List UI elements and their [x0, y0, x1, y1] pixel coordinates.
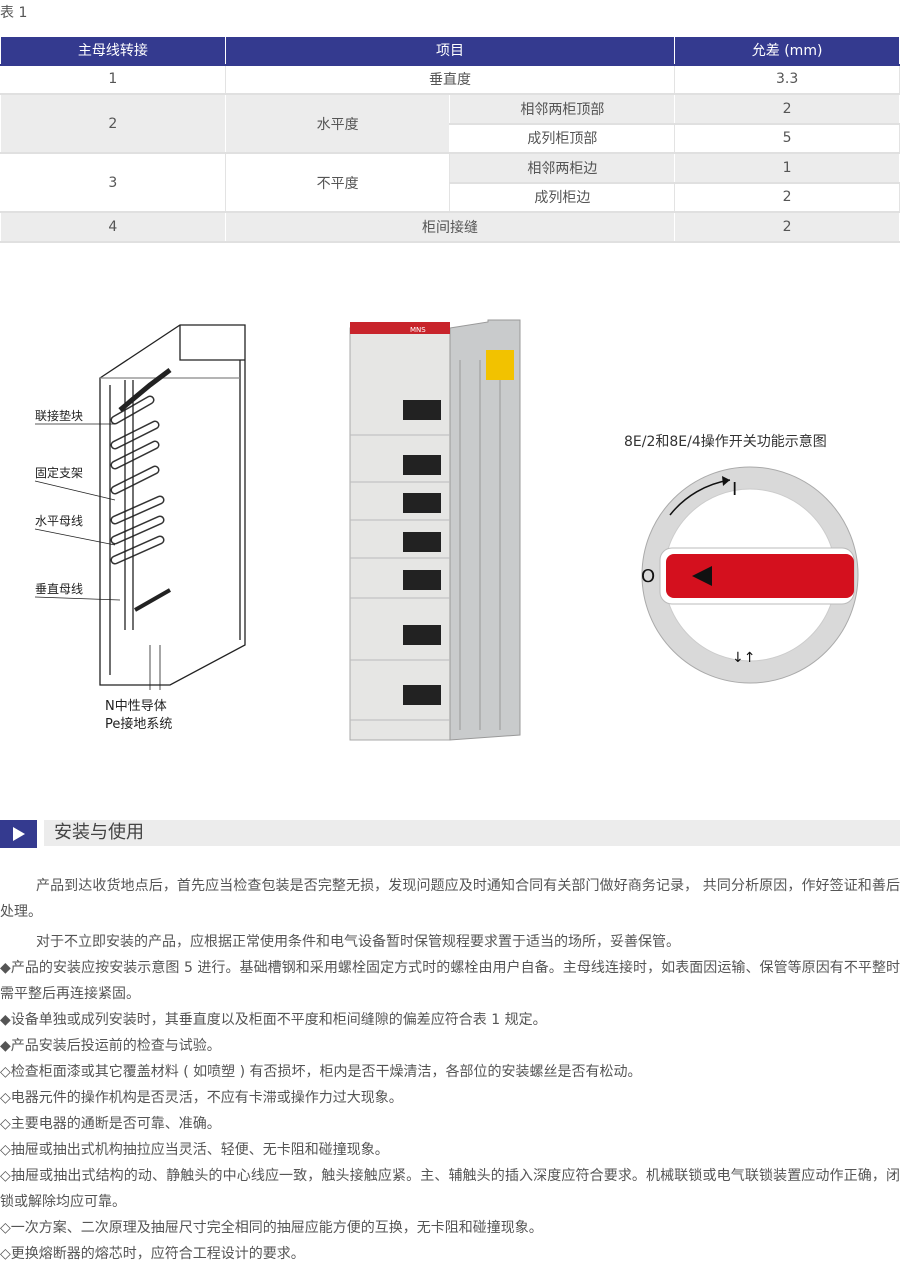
header-cell: 允差 (mm) [674, 36, 900, 66]
cell-value: 2 [674, 182, 900, 213]
switch-off-mark: O [641, 566, 655, 587]
cell-item: 水平度 [224, 93, 451, 154]
cell-sub: 相邻两柜边 [449, 152, 676, 184]
label-horizontal-busbar: 水平母线 [35, 514, 83, 528]
paragraph: ◇抽屉或抽出式机构抽拉应当灵活、轻便、无卡阻和碰撞现象。 [0, 1142, 389, 1158]
label-neutral: N中性导体 [105, 699, 167, 714]
header-cell: 项目 [224, 36, 676, 66]
cell-no: 1 [0, 64, 226, 95]
busbar-diagram [34, 324, 246, 690]
table-header: 主母线转接 项目 允差 (mm) [0, 36, 900, 66]
switch-on-mark: I [732, 479, 737, 500]
cabinet-top-banner [350, 322, 450, 334]
cell-value: 1 [674, 152, 900, 184]
paragraph: ◆产品的安装应按安装示意图 5 进行。基础槽钢和采用螺栓固定方式时的螺栓由用户自… [0, 960, 900, 1002]
paragraph: ◇电器元件的操作机构是否灵活，不应有卡滞或操作力过大现象。 [0, 1090, 403, 1106]
table-row: 1 垂直度 3.3 [0, 64, 900, 95]
section-header: 安装与使用 [0, 820, 900, 848]
play-arrow-icon [0, 820, 37, 848]
test-position-icon: ↓↑ [732, 650, 755, 666]
paragraph: ◇抽屉或抽出式结构的动、静触头的中心线应一致，触头接触应紧。主、辅触头的插入深度… [0, 1168, 900, 1210]
label-connector-pad: 联接垫块 [35, 408, 83, 423]
label-vertical-busbar: 垂直母线 [35, 582, 83, 596]
label-fixed-bracket: 固定支架 [35, 465, 83, 480]
cell-value: 2 [674, 93, 900, 125]
cell-value: 5 [674, 123, 900, 154]
paragraph: ◇一次方案、二次原理及抽屉尺寸完全相同的抽屉应能方便的互换，无卡阻和碰撞现象。 [0, 1220, 543, 1236]
section-title: 安装与使用 [44, 820, 900, 846]
paragraph: ◆设备单独或成列安装时，其垂直度以及柜面不平度和柜间缝隙的偏差应符合表 1 规定… [0, 1012, 547, 1028]
cell-sub: 相邻两柜顶部 [449, 93, 676, 125]
switchgear-cabinet-photo: MNS [349, 319, 521, 741]
table-caption: 表 1 [0, 5, 28, 21]
table-row: 成列柜边 2 [1, 182, 900, 213]
cell-value: 2 [674, 211, 900, 243]
label-ground: Pe接地系统 [105, 716, 172, 732]
table-row: 3 不平度 相邻两柜边 1 [0, 152, 900, 213]
cell-item: 不平度 [224, 152, 451, 213]
switch-handle [666, 554, 854, 598]
operating-switch-diagram: I O ↓↑ [641, 466, 859, 684]
cell-sub: 成列柜顶部 [449, 123, 676, 154]
tolerance-table: 主母线转接 项目 允差 (mm) 1 垂直度 3.3 2 水平度 相邻两柜顶部 … [0, 36, 900, 243]
header-cell: 主母线转接 [0, 36, 226, 66]
table-row: 2 水平度 相邻两柜顶部 2 [0, 93, 900, 154]
paragraph: ◇检查柜面漆或其它覆盖材料 ( 如喷塑 ) 有否损坏，柜内是否干燥清洁，各部位的… [0, 1064, 642, 1080]
cell-no: 4 [0, 211, 226, 243]
installation-figures: 联接垫块 固定支架 水平母线 垂直母线 N中性导体 Pe接地系统 MNS 8E/… [34, 319, 859, 741]
cell-item: 柜间接缝 [224, 211, 676, 243]
cell-value: 3.3 [674, 64, 900, 95]
paragraph: 产品到达收货地点后，首先应当检查包装是否完整无损，发现问题应及时通知合同有关部门… [0, 878, 900, 920]
table-row: 成列柜顶部 5 [1, 123, 900, 154]
paragraph: ◇更换熔断器的熔芯时，应符合工程设计的要求。 [0, 1246, 305, 1262]
table-row: 4 柜间接缝 2 [0, 211, 900, 243]
cell-sub: 成列柜边 [449, 182, 676, 213]
switch-diagram-title: 8E/2和8E/4操作开关功能示意图 [624, 433, 827, 450]
cell-no: 3 [0, 152, 226, 213]
arrow-indicator-icon [692, 566, 712, 586]
paragraph: ◆产品安装后投运前的检查与试验。 [0, 1038, 221, 1054]
cell-item: 垂直度 [224, 64, 676, 95]
brand-label: MNS [410, 326, 426, 334]
installation-text: 产品到达收货地点后，首先应当检查包装是否完整无损，发现问题应及时通知合同有关部门… [0, 873, 900, 1267]
cell-no: 2 [0, 93, 226, 154]
paragraph: 对于不立即安装的产品，应根据正常使用条件和电气设备暂时保管规程要求置于适当的场所… [36, 934, 680, 950]
paragraph: ◇主要电器的通断是否可靠、准确。 [0, 1116, 221, 1132]
